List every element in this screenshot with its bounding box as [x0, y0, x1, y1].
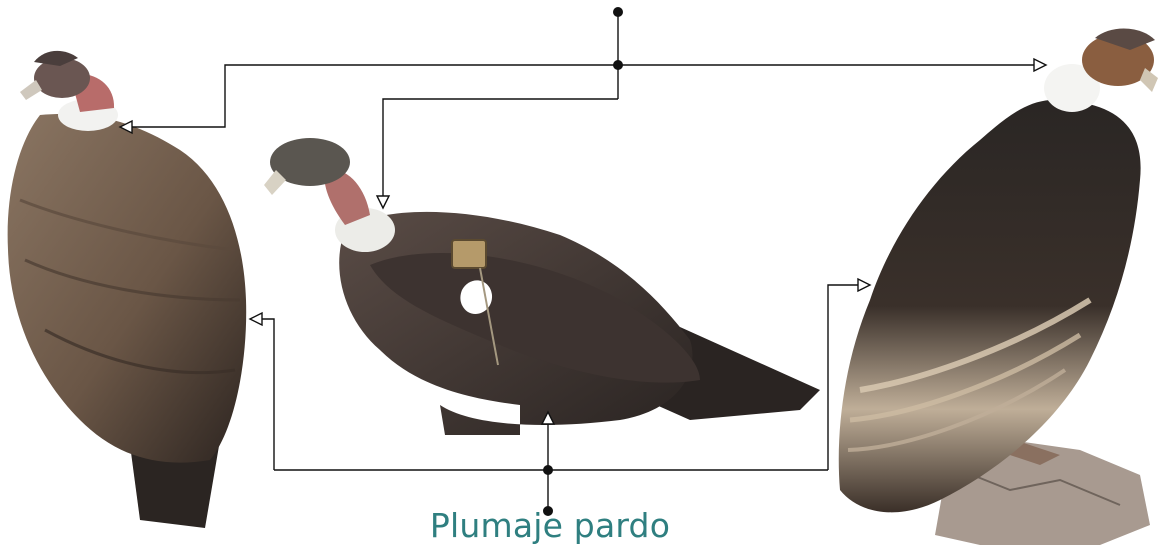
- top-junction-node: [613, 60, 623, 70]
- line-to-left-condor: [132, 65, 618, 127]
- arrowhead-left-condor-wing: [250, 313, 262, 325]
- bottom-junction-node: [543, 465, 553, 475]
- line-to-middle-condor: [383, 99, 618, 196]
- right-condor-body: [839, 100, 1141, 512]
- condor-middle-illustration: [264, 138, 820, 435]
- line-to-left-condor-wing: [262, 319, 274, 470]
- arrowhead-right-condor-wing: [858, 279, 870, 291]
- condor-right-illustration: [839, 28, 1158, 545]
- wing-tag: [452, 240, 486, 268]
- arrowhead-right-condor: [1034, 59, 1046, 71]
- condor-left-illustration: [8, 51, 247, 528]
- top-end-node: [613, 7, 623, 17]
- left-condor-body: [8, 114, 247, 463]
- caption-label: Plumaje pardo: [0, 506, 1100, 545]
- arrowhead-middle-condor-neck: [377, 196, 389, 208]
